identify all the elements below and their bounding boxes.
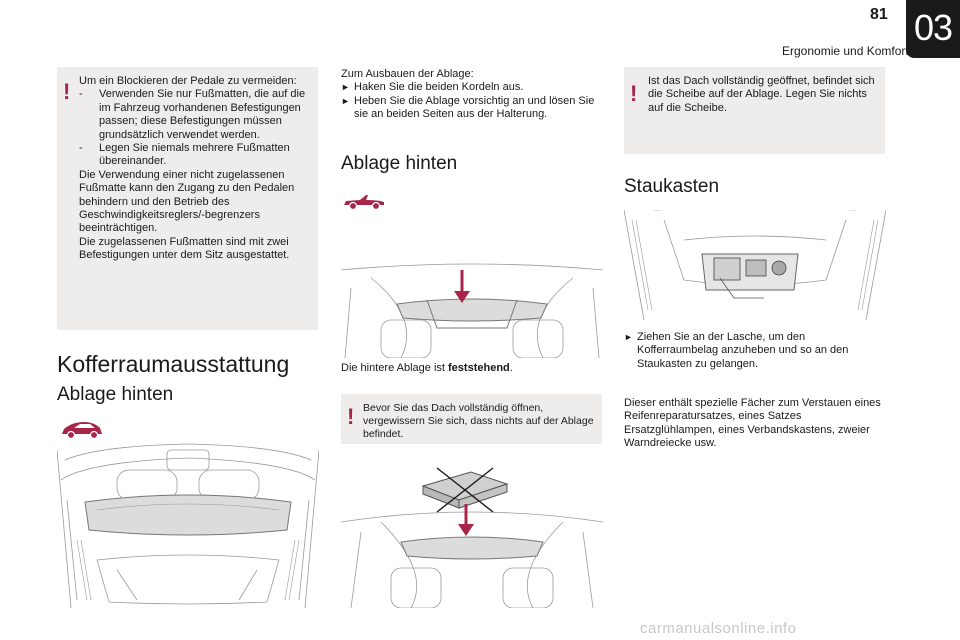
arrow-bullet-icon: ► <box>341 95 350 106</box>
warning-box-rear-window: ! Ist das Dach vollständig geöffnet, bef… <box>624 67 885 154</box>
arrow-bullet-icon: ► <box>624 332 633 342</box>
storage-box-description: Dieser enthält spezielle Fächer zum Vers… <box>624 397 881 450</box>
exclamation-icon: ! <box>63 79 71 104</box>
section-title-storage-box: Staukasten <box>624 176 720 197</box>
cabrio-shelf-illustration <box>341 258 603 358</box>
subsection-title-rear-shelf-cabrio: Ablage hinten <box>341 153 458 174</box>
fixed-shelf-note: Die hintere Ablage ist feststehend. <box>341 362 513 374</box>
page-number: 81 <box>870 6 888 23</box>
list-item: ► Haken Sie die beiden Kordeln aus. <box>341 81 524 94</box>
chapter-title: Ergonomie und Komfort <box>782 44 909 58</box>
trunk-shelf-illustration <box>57 440 319 608</box>
warning-paragraph: Die Verwendung einer nicht zugelassenen … <box>79 168 295 235</box>
warning-box-floor-mats: ! Um ein Blockieren der Pedale zu vermei… <box>57 67 318 330</box>
warning-text: Ist das Dach vollständig geöffnet, befin… <box>648 75 875 114</box>
hatchback-car-icon <box>62 422 102 440</box>
chapter-number-tab: 03 <box>906 0 960 58</box>
list-item: ► Heben Sie die Ablage vorsichtig an und… <box>341 94 595 121</box>
subsection-title-rear-shelf: Ablage hinten <box>57 384 174 405</box>
shelf-no-objects-illustration <box>341 462 603 608</box>
section-title-trunk: Kofferraumausstattung <box>57 351 290 377</box>
warning-box-roof-opening: ! Bevor Sie das Dach vollständig öffnen,… <box>341 394 602 444</box>
list-item: -Legen Sie niemals mehrere Fußmatten übe… <box>79 142 290 168</box>
list-item: -Verwenden Sie nur Fußmatten, die auf di… <box>79 88 306 141</box>
cabriolet-car-icon <box>344 195 384 211</box>
storage-box-illustration <box>624 210 886 320</box>
exclamation-icon: ! <box>347 404 355 429</box>
warning-paragraph: Die zugelassenen Fußmatten sind mit zwei… <box>79 235 290 262</box>
exclamation-icon: ! <box>630 81 638 106</box>
watermark: carmanualsonline.info <box>640 620 797 637</box>
removal-intro: Zum Ausbauen der Ablage: <box>341 68 474 80</box>
arrow-bullet-icon: ► <box>341 82 350 93</box>
warning-text: Bevor Sie das Dach vollständig öffnen, v… <box>363 402 594 440</box>
list-item: ► Ziehen Sie an der Lasche, um den Koffe… <box>624 331 849 370</box>
warning-intro: Um ein Blockieren der Pedale zu vermeide… <box>79 75 297 87</box>
